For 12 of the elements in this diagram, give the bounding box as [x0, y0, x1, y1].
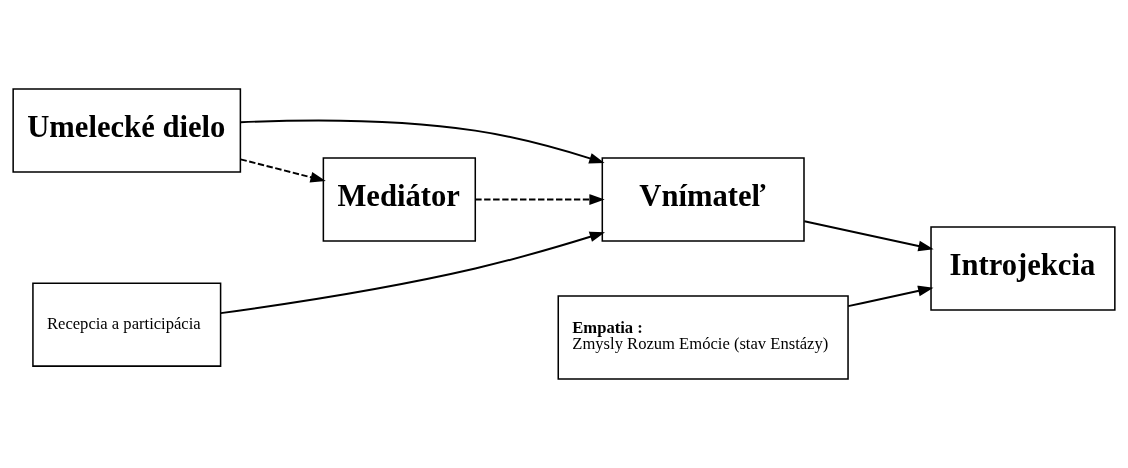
arrow	[219, 231, 606, 315]
node-box: Mediátor	[322, 157, 477, 242]
node-box: Introjekcia	[930, 226, 1116, 311]
node-box: Vnímateľ	[601, 157, 805, 242]
arrow	[803, 220, 934, 252]
node-box: Recepcia a participácia	[32, 282, 222, 367]
arrow	[847, 285, 934, 308]
node-box: Umelecké dielo	[12, 88, 242, 173]
node-box: Empatia : Zmysly Rozum Emócie (stav Enstázy)	[557, 295, 849, 380]
arrow	[474, 194, 605, 205]
arrow	[239, 119, 605, 164]
arrow	[239, 158, 326, 183]
